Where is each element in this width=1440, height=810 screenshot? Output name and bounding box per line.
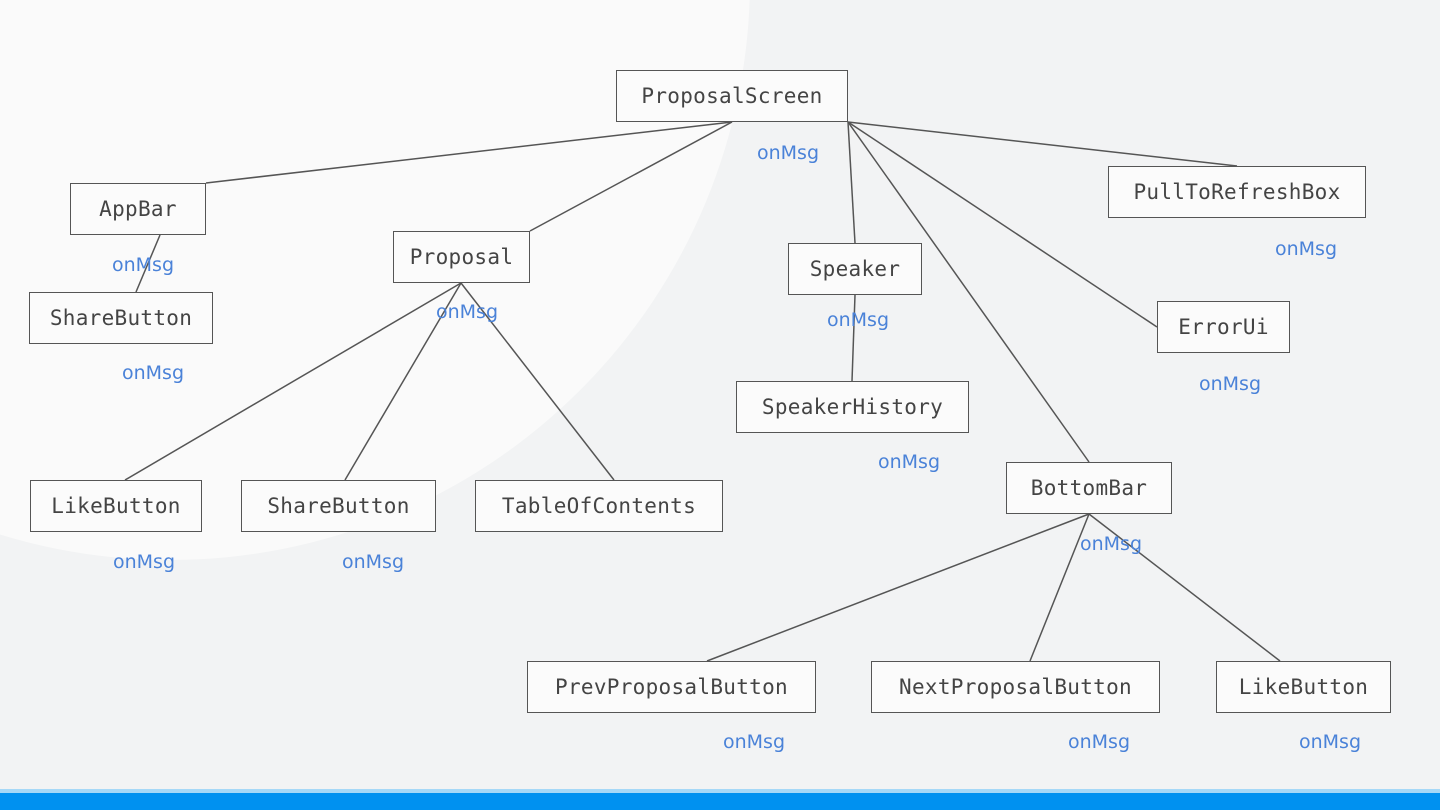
edge-label-onmsg-ErrorUi: onMsg [1199, 373, 1262, 395]
edge-Proposal-to-TableOfContents [460, 282, 615, 481]
edge-BottomBar-to-NextProposalButton [1029, 513, 1090, 662]
node-label: Proposal [409, 244, 514, 269]
node-label: BottomBar [1030, 475, 1148, 500]
node-label: AppBar [99, 196, 177, 221]
node-label: LikeButton [1238, 674, 1369, 699]
edge-Proposal-to-ShareButtonProposal [344, 282, 462, 481]
edge-label-onmsg-AppBar: onMsg [112, 254, 175, 276]
edge-label-onmsg-ShareButtonAppBar: onMsg [122, 362, 185, 384]
edge-label-onmsg-LikeButtonBottomBar: onMsg [1299, 731, 1362, 753]
node-Proposal[interactable]: Proposal [393, 231, 530, 283]
node-ShareButtonAppBar[interactable]: ShareButton [29, 292, 213, 344]
edge-label-onmsg-BottomBar: onMsg [1080, 533, 1143, 555]
node-PrevProposalButton[interactable]: PrevProposalButton [527, 661, 816, 713]
edge-ProposalScreen-to-PullToRefreshBox [847, 121, 1238, 167]
node-label: ProposalScreen [641, 83, 823, 108]
edge-BottomBar-to-LikeButtonBottomBar [1088, 513, 1281, 662]
edge-label-onmsg-PullToRefreshBox: onMsg [1275, 238, 1338, 260]
edge-BottomBar-to-PrevProposalButton [706, 513, 1090, 662]
edge-ProposalScreen-to-AppBar [205, 121, 733, 184]
node-BottomBar[interactable]: BottomBar [1006, 462, 1172, 514]
node-ShareButtonProposal[interactable]: ShareButton [241, 480, 436, 532]
node-AppBar[interactable]: AppBar [70, 183, 206, 235]
node-LikeButtonBottomBar[interactable]: LikeButton [1216, 661, 1391, 713]
node-label: ErrorUi [1178, 314, 1269, 339]
node-label: PrevProposalButton [555, 674, 788, 699]
edge-ProposalScreen-to-ErrorUi [847, 121, 1158, 328]
node-label: Speaker [809, 256, 901, 281]
edge-label-onmsg-LikeButtonProposal: onMsg [113, 551, 176, 573]
node-SpeakerHistory[interactable]: SpeakerHistory [736, 381, 969, 433]
edge-label-onmsg-ShareButtonProposal: onMsg [342, 551, 405, 573]
node-LikeButtonProposal[interactable]: LikeButton [30, 480, 202, 532]
node-label: LikeButton [51, 493, 181, 518]
node-label: SpeakerHistory [761, 394, 944, 419]
edge-label-onmsg-ProposalScreen: onMsg [757, 142, 820, 164]
node-label: TableOfContents [501, 493, 697, 518]
node-label: PullToRefreshBox [1133, 179, 1341, 204]
edge-ProposalScreen-to-Speaker [847, 121, 856, 244]
edge-Proposal-to-LikeButtonProposal [124, 282, 462, 481]
progress-bar-track[interactable] [0, 789, 1440, 795]
node-PullToRefreshBox[interactable]: PullToRefreshBox [1108, 166, 1366, 218]
edge-label-onmsg-NextProposalButton: onMsg [1068, 731, 1131, 753]
node-TableOfContents[interactable]: TableOfContents [475, 480, 723, 532]
edge-label-onmsg-PrevProposalButton: onMsg [723, 731, 786, 753]
node-label: ShareButton [267, 493, 410, 518]
node-ProposalScreen[interactable]: ProposalScreen [616, 70, 848, 122]
edge-label-onmsg-Speaker: onMsg [827, 309, 890, 331]
node-Speaker[interactable]: Speaker [788, 243, 922, 295]
progress-bar-fill[interactable] [0, 793, 1440, 810]
edge-AppBar-to-ShareButtonAppBar [135, 234, 161, 293]
node-ErrorUi[interactable]: ErrorUi [1157, 301, 1290, 353]
edge-label-onmsg-Proposal: onMsg [436, 301, 499, 323]
edge-ProposalScreen-to-BottomBar [847, 121, 1090, 463]
node-label: ShareButton [49, 305, 193, 330]
node-NextProposalButton[interactable]: NextProposalButton [871, 661, 1160, 713]
edge-ProposalScreen-to-Proposal [529, 121, 733, 232]
edge-Speaker-to-SpeakerHistory [851, 294, 856, 382]
edge-label-onmsg-SpeakerHistory: onMsg [878, 451, 941, 473]
node-label: NextProposalButton [899, 674, 1132, 699]
